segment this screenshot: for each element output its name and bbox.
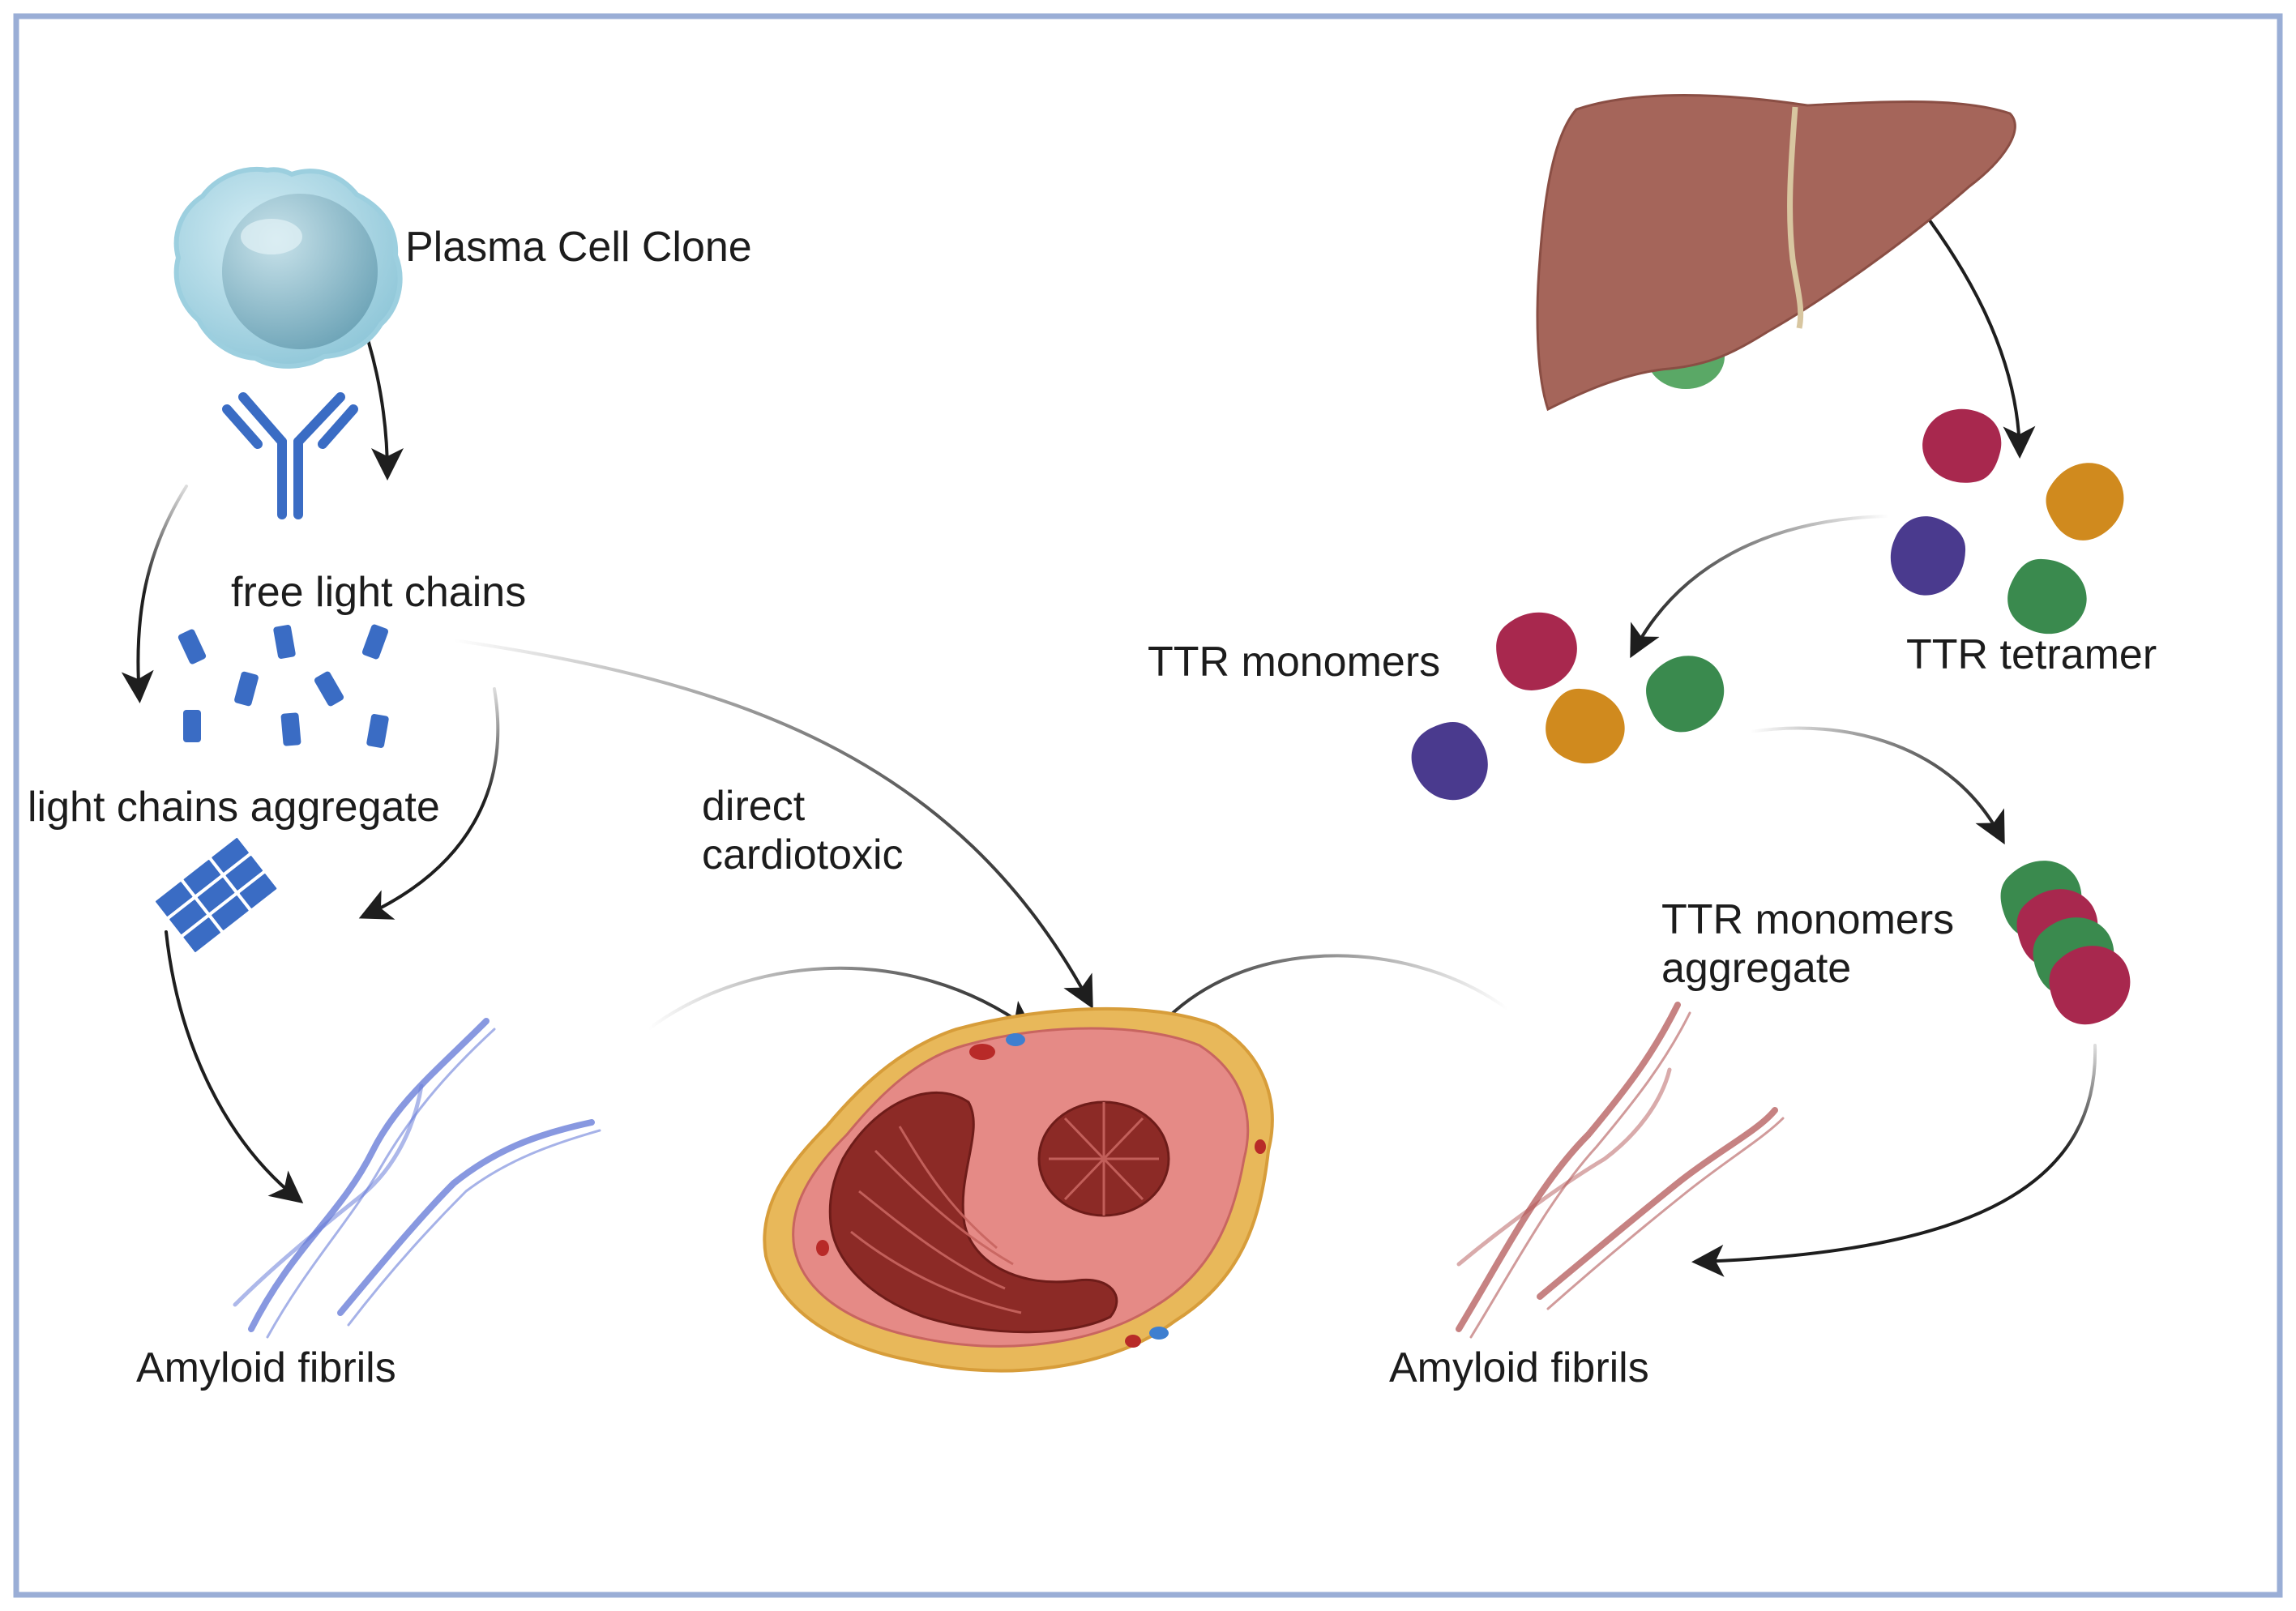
arrow-light-chains-to-fibrils	[358, 687, 500, 920]
heart-cross-section-icon	[763, 1006, 1274, 1373]
amyloid-fibrils-red-icon	[1456, 1002, 1785, 1339]
label-cardiotoxic: cardiotoxic	[702, 831, 904, 878]
amyloid-fibrils-blue-icon	[233, 1018, 601, 1339]
arrow-red-fibrils-to-heart	[1135, 954, 1509, 1059]
label-amyloid-fibrils-left: Amyloid fibrils	[136, 1344, 396, 1391]
plasma-cell-icon	[173, 167, 403, 369]
label-amyloid-fibrils-right: Amyloid fibrils	[1389, 1344, 1649, 1391]
arrow-blue-fibrils-to-heart	[647, 966, 1035, 1033]
light-chain-aggregate-icon	[152, 834, 280, 955]
free-light-chain-pieces	[177, 624, 389, 748]
liver-icon	[1536, 94, 2016, 412]
arrow-monomers-to-aggregate	[1749, 726, 2005, 845]
arrow-cell-to-aggregate	[121, 485, 188, 703]
label-ttr-monomers: TTR monomers	[1148, 639, 1440, 686]
arrow-ttr-aggregate-to-fibrils	[1691, 1044, 2097, 1277]
pathway-arrows	[121, 181, 2097, 1277]
label-ttr-monomers-aggregate-line2: aggregate	[1661, 945, 1851, 992]
label-free-light-chains: free light chains	[231, 569, 526, 616]
label-ttr-tetramer: TTR tetramer	[1906, 631, 2157, 678]
arrow-direct-cardiotoxic	[452, 639, 1093, 1010]
label-light-chains-aggregate: light chains aggregate	[28, 784, 440, 831]
label-plasma-cell-clone: Plasma Cell Clone	[405, 224, 752, 271]
arrow-tetramer-to-monomers	[1630, 515, 1890, 659]
label-direct: direct	[702, 783, 806, 830]
label-ttr-monomers-aggregate-line1: TTR monomers	[1661, 896, 1954, 943]
antibody-icon	[222, 392, 358, 519]
arrow-aggregate-to-fibrils	[165, 930, 304, 1203]
